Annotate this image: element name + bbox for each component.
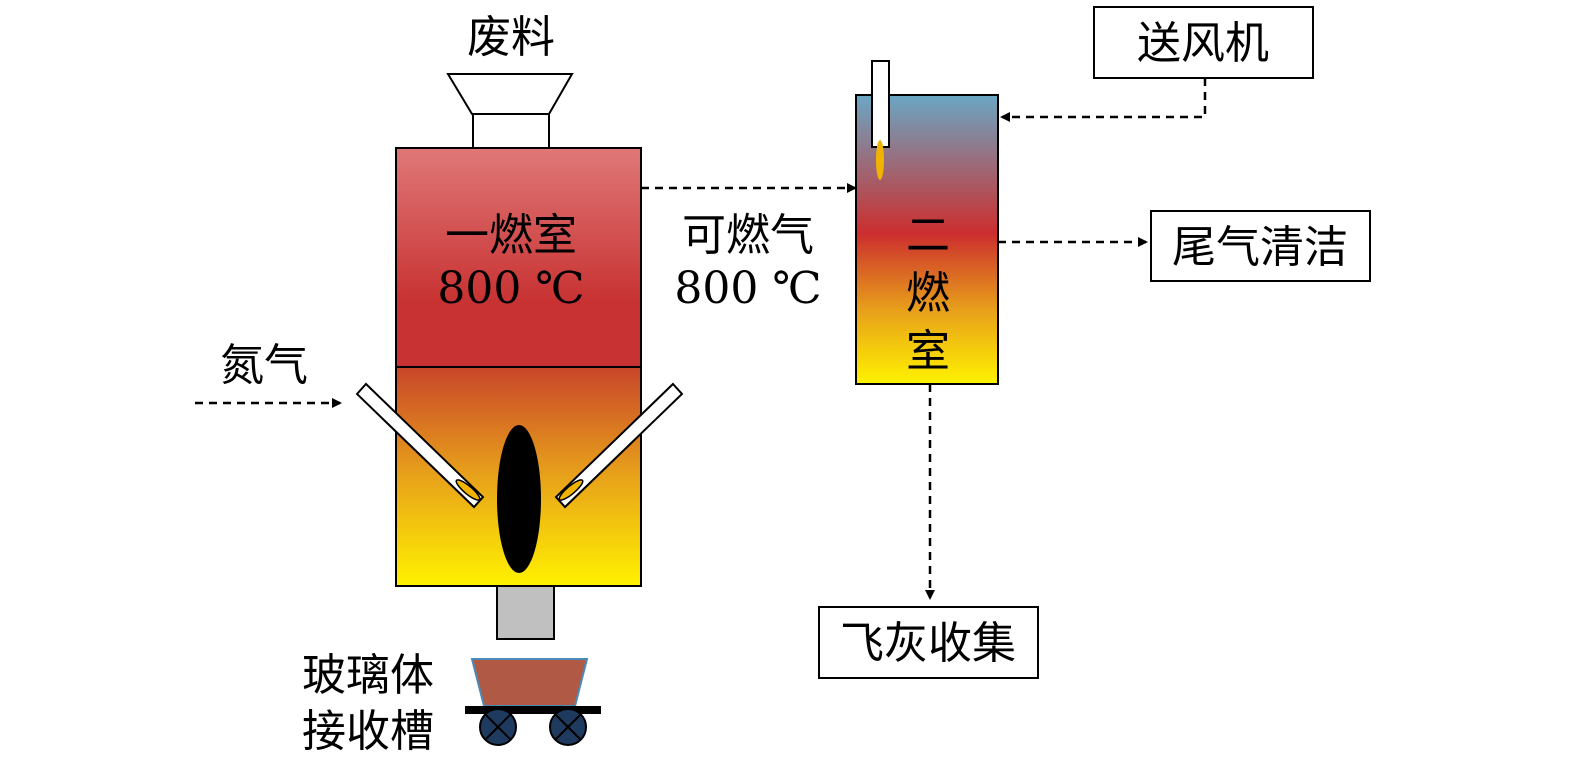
left-plasma-torch — [355, 382, 485, 509]
secondary-chamber-char-2: 燃 — [906, 268, 950, 319]
nitrogen-label: 氮气 — [220, 340, 308, 391]
exhaust-label: 尾气清洁 — [1172, 222, 1348, 273]
secondary-chamber-char-3: 室 — [906, 326, 950, 377]
blower-arrow — [1000, 78, 1207, 122]
secondary-chamber-char-1: 二 — [906, 210, 950, 261]
blower-box — [1093, 6, 1314, 79]
primary-chamber-name: 一燃室 — [445, 210, 577, 261]
plasma-zone — [497, 425, 541, 573]
waste-hopper — [446, 73, 574, 149]
waste-label: 废料 — [467, 12, 555, 63]
glass-tank-label-2: 接收槽 — [302, 706, 434, 757]
primary-chamber-temp: 800 ℃ — [437, 263, 584, 314]
slag-outlet — [496, 585, 555, 640]
gas-name: 可燃气 — [682, 210, 814, 261]
secondary-burner — [871, 60, 890, 148]
blower-label: 送风机 — [1137, 18, 1269, 69]
burner-flame — [876, 140, 884, 180]
glass-tank-label-1: 玻璃体 — [302, 650, 434, 701]
fly-ash-box — [818, 606, 1039, 679]
fly-ash-label: 飞灰收集 — [840, 618, 1016, 669]
exhaust-box — [1150, 210, 1371, 282]
right-plasma-torch — [554, 382, 684, 509]
glass-receiving-cart — [465, 658, 601, 746]
gas-temp: 800 ℃ — [674, 263, 821, 314]
primary-chamber — [395, 147, 642, 369]
